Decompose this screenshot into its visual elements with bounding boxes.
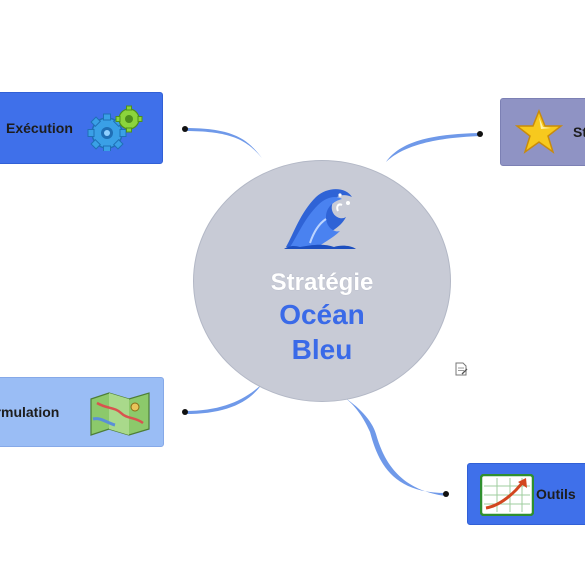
branch-formulation-label: ormulation: [0, 404, 60, 420]
connector-execution: [185, 128, 262, 158]
branch-star-label: St: [573, 124, 585, 140]
connector-dot-star: [477, 131, 483, 137]
central-topic[interactable]: Stratégie Océan Bleu: [193, 160, 451, 402]
branch-execution-label: Exécution: [6, 120, 73, 136]
growth-chart-icon: [480, 474, 534, 516]
branch-outils[interactable]: Outils: [467, 463, 585, 525]
connector-dot-formulation: [182, 409, 188, 415]
connector-dot-outils: [443, 491, 449, 497]
branch-outils-label: Outils: [536, 486, 576, 502]
star-icon: [515, 109, 563, 154]
central-topic-line-2: Océan: [279, 299, 365, 330]
wave-icon: [284, 189, 356, 249]
note-icon[interactable]: [454, 362, 468, 376]
gears-icon: [87, 105, 143, 151]
branch-execution[interactable]: Exécution: [0, 92, 163, 164]
central-topic-line-1: Stratégie: [270, 269, 374, 296]
connector-dot-execution: [182, 126, 188, 132]
branch-formulation[interactable]: ormulation: [0, 377, 164, 447]
map-icon: [90, 392, 150, 436]
connector-formulation: [185, 384, 262, 414]
branch-star[interactable]: St: [500, 98, 585, 166]
connector-star: [386, 133, 480, 162]
connector-outils: [342, 396, 446, 496]
central-topic-line-3: Bleu: [291, 334, 353, 365]
